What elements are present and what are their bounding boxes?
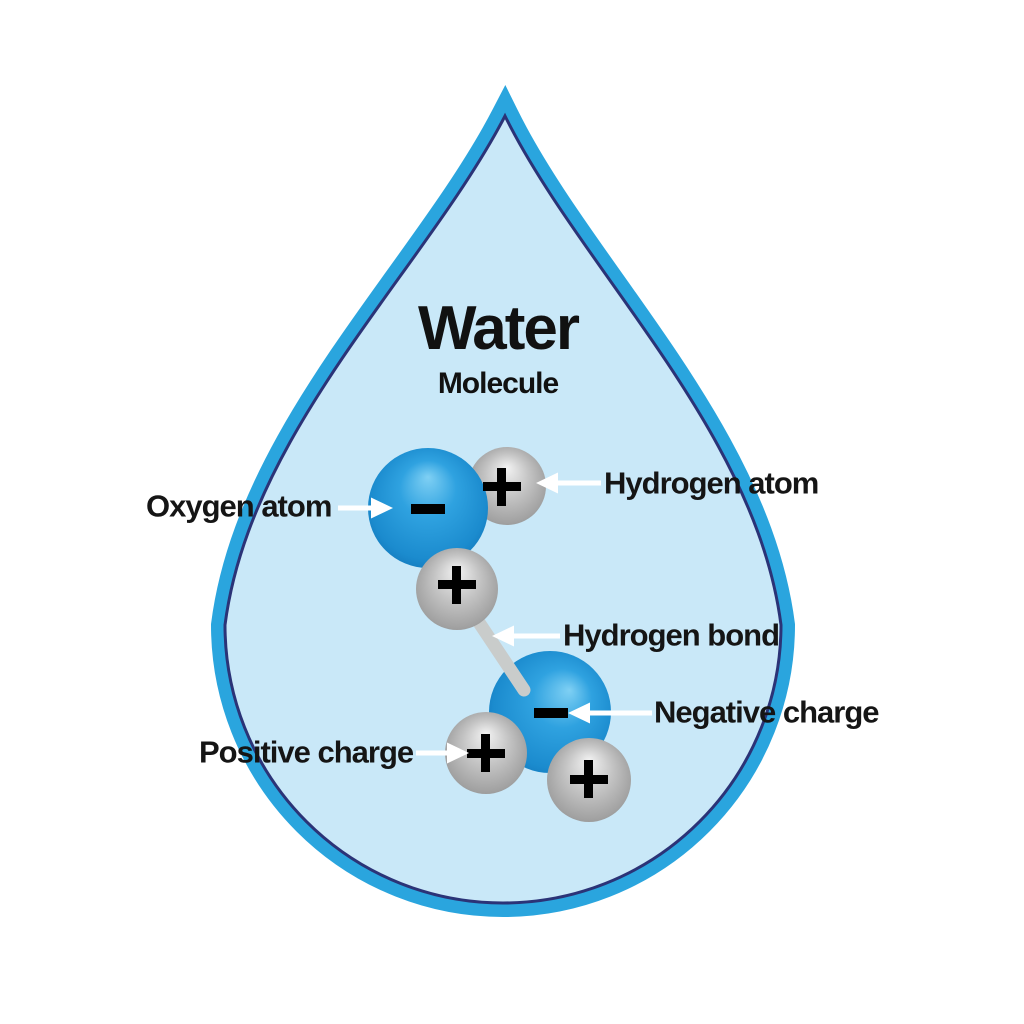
hydrogen-atom-label: Hydrogen atom: [604, 465, 819, 501]
hydrogen-bond-arrow: [492, 625, 560, 647]
positive-charge-label: Positive charge: [199, 734, 414, 770]
minus-icon: [534, 708, 568, 718]
hydrogen-bond-label: Hydrogen bond: [563, 617, 780, 653]
oxygen-atom-arrow: [338, 497, 393, 519]
diagram-title: Water: [418, 294, 580, 363]
title-block: Water Molecule: [418, 294, 580, 401]
negative-charge-arrow: [568, 702, 652, 724]
hydrogen-atom-arrow: [536, 472, 601, 494]
oxygen-atom-label: Oxygen atom: [146, 488, 332, 524]
positive-charge-arrow: [416, 742, 469, 764]
plus-icon: [438, 566, 476, 604]
negative-charge-label: Negative charge: [654, 694, 879, 730]
plus-icon: [467, 734, 505, 772]
diagram-subtitle: Molecule: [437, 367, 559, 401]
plus-icon: [570, 760, 608, 798]
minus-icon: [411, 504, 445, 514]
plus-icon: [483, 468, 521, 506]
